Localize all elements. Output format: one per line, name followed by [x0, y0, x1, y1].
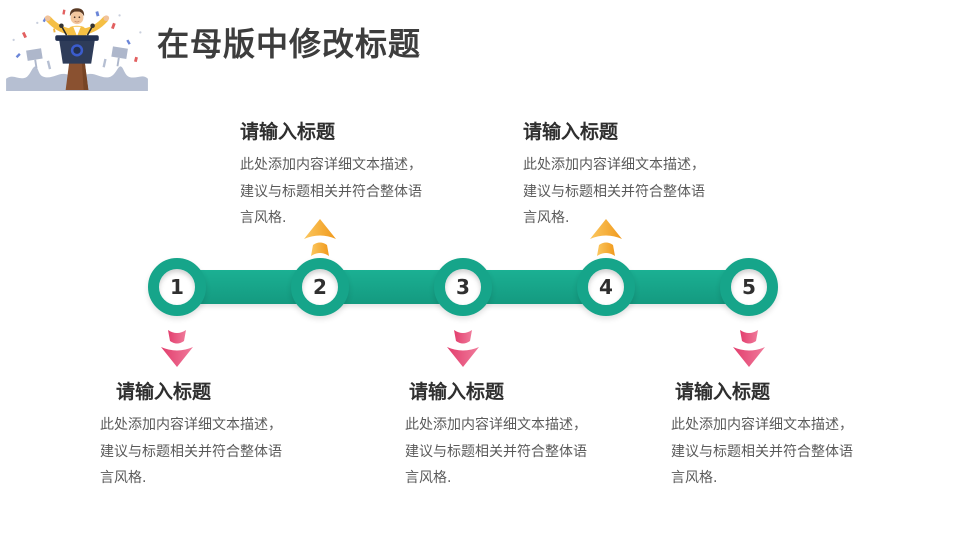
slide-title: 在母版中修改标题 [157, 25, 422, 63]
step-5-text-block: 请输入标题 此处添加内容详细文本描述， 建议与标题相关并符合整体语 言风格. [671, 380, 893, 492]
step-number: 1 [170, 275, 184, 299]
down-arrow-icon [161, 330, 193, 367]
timeline-node-1: 1 [148, 258, 206, 316]
down-arrow-icon [733, 330, 765, 367]
step-3-text-block: 请输入标题 此处添加内容详细文本描述， 建议与标题相关并符合整体语 言风格. [405, 380, 627, 492]
step-3-body: 此处添加内容详细文本描述， 建议与标题相关并符合整体语 言风格. [405, 417, 587, 486]
step-number: 5 [742, 275, 756, 299]
step-3-title: 请输入标题 [409, 381, 505, 403]
step-number: 3 [456, 275, 470, 299]
timeline-node-2: 2 [291, 258, 349, 316]
timeline-node-3: 3 [434, 258, 492, 316]
step-2-text-block: 请输入标题 此处添加内容详细文本描述， 建议与标题相关并符合整体语 言风格. [240, 120, 462, 232]
step-2-body: 此处添加内容详细文本描述， 建议与标题相关并符合整体语 言风格. [240, 157, 422, 226]
step-number: 2 [313, 275, 327, 299]
confetti-icon [12, 9, 142, 63]
timeline-node-5: 5 [720, 258, 778, 316]
timeline-node-4: 4 [577, 258, 635, 316]
step-5-title: 请输入标题 [675, 381, 771, 403]
step-5-body: 此处添加内容详细文本描述， 建议与标题相关并符合整体语 言风格. [671, 417, 853, 486]
step-number: 4 [599, 275, 613, 299]
step-4-title: 请输入标题 [523, 121, 619, 143]
step-4-body: 此处添加内容详细文本描述， 建议与标题相关并符合整体语 言风格. [523, 157, 705, 226]
up-arrow-icon [590, 219, 622, 256]
speaker-illustration [6, 8, 148, 91]
step-1-title: 请输入标题 [116, 381, 212, 403]
up-arrow-icon [304, 219, 336, 256]
step-2-title: 请输入标题 [240, 121, 336, 143]
step-4-text-block: 请输入标题 此处添加内容详细文本描述， 建议与标题相关并符合整体语 言风格. [523, 120, 745, 232]
down-arrow-icon [447, 330, 479, 367]
step-1-body: 此处添加内容详细文本描述， 建议与标题相关并符合整体语 言风格. [100, 417, 282, 486]
step-1-text-block: 请输入标题 此处添加内容详细文本描述， 建议与标题相关并符合整体语 言风格. [100, 380, 322, 492]
podium [55, 23, 99, 91]
speaker-figure [44, 8, 110, 40]
